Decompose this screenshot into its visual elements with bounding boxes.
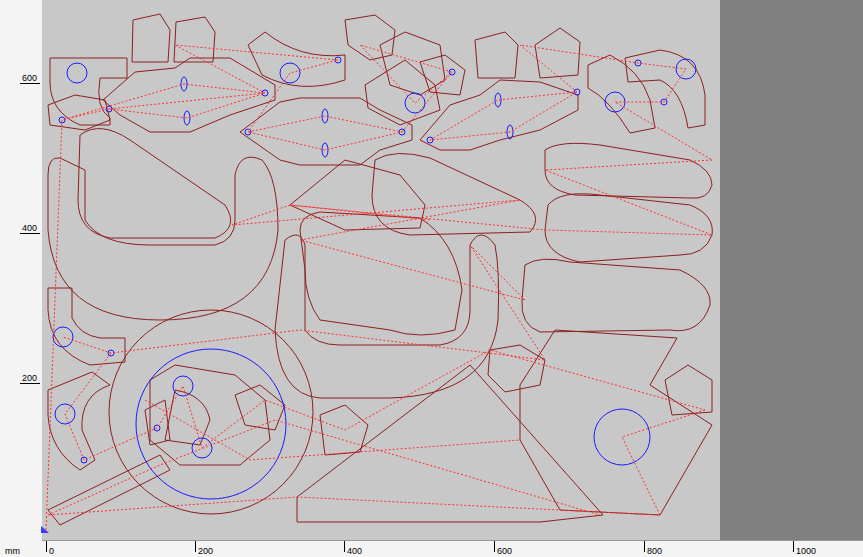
axis-label: 600: [497, 546, 512, 556]
axis-label: 0: [49, 546, 54, 556]
axis-label-anchor: 200: [22, 373, 37, 383]
axis-label-anchor: 400: [22, 223, 37, 233]
axis-label-anchor: 600: [497, 546, 512, 556]
axis-label: 200: [22, 373, 37, 383]
axis-label: mm: [5, 546, 20, 556]
axis-label-anchor: 800: [647, 546, 662, 556]
axis-label: 400: [22, 223, 37, 233]
axis-label: 600: [22, 73, 37, 83]
axis-label-anchor: 1000: [796, 546, 816, 556]
axis-label: 400: [347, 546, 362, 556]
axis-label-anchor: 600: [22, 73, 37, 83]
axis-label: 200: [198, 546, 213, 556]
axis-label-anchor: 400: [347, 546, 362, 556]
axis-label-anchor: 200: [198, 546, 213, 556]
axis-label-anchor: mm: [5, 546, 20, 556]
axis-label: 800: [647, 546, 662, 556]
axis-label-anchor: 0: [49, 546, 54, 556]
axis-label: 1000: [796, 546, 816, 556]
